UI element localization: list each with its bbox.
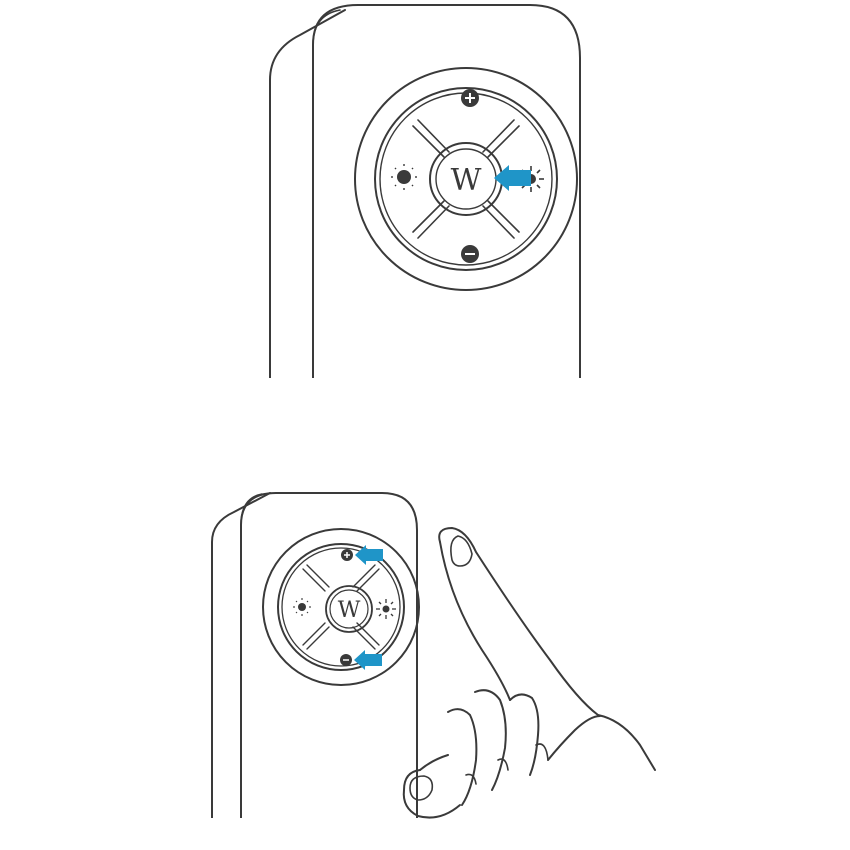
hand-folded-finger-3	[447, 708, 478, 806]
remote-bottom-center-w-button[interactable]: W	[325, 585, 373, 633]
hand-fingernail	[450, 535, 473, 567]
remote-bottom-pad-ring	[277, 543, 405, 671]
remote-bottom: W	[211, 492, 420, 818]
remote-bottom-pad-inner-ring	[281, 547, 401, 667]
remote-bottom-minus-button[interactable]	[340, 654, 352, 666]
remote-top-center-w-button[interactable]: W	[429, 142, 503, 216]
remote-top-outer-ring	[354, 67, 578, 291]
hand-thumbnail	[409, 775, 434, 801]
remote-top-dim-sun-icon	[391, 164, 417, 190]
hand-knuckle-lines	[465, 743, 549, 785]
remote-bottom-dim-brightness-button[interactable]	[293, 598, 311, 616]
hand-index-finger-underside	[439, 541, 511, 701]
hand-illustration	[402, 527, 656, 819]
remote-bottom-front-face	[240, 492, 418, 818]
remote-bottom-side-edge	[240, 493, 263, 818]
remote-top-front-face	[312, 4, 581, 378]
remote-bottom-outer-ring	[262, 528, 420, 686]
remote-top: W	[269, 4, 581, 378]
hand-index-finger	[438, 527, 599, 716]
hand-folded-finger-2	[474, 689, 507, 791]
hand-folded-finger-1	[509, 693, 540, 776]
remote-top-dim-brightness-button[interactable]	[391, 164, 417, 190]
remote-bottom-minus-pointer-arrow-icon	[354, 650, 382, 670]
remote-top-w-logo: W	[451, 163, 482, 198]
remote-bottom-w-logo: W	[338, 598, 361, 623]
hand-back-line	[547, 715, 601, 761]
remote-bottom-dim-sun-icon	[293, 598, 311, 616]
remote-top-plus-button[interactable]	[461, 89, 479, 107]
remote-top-dividers	[412, 119, 520, 239]
remote-bottom-plus-pointer-arrow-icon	[355, 545, 383, 565]
remote-bottom-dividers	[302, 564, 380, 650]
remote-bottom-plus-button[interactable]	[341, 549, 353, 561]
remote-top-pad-ring	[374, 87, 558, 271]
remote-bottom-side-outline	[211, 492, 271, 818]
remote-top-minus-button[interactable]	[461, 245, 479, 263]
hand-thumb	[402, 769, 461, 819]
remote-top-side-edge	[312, 9, 341, 378]
remote-top-pointer-arrow-icon	[494, 165, 531, 191]
hand-thumb-base	[419, 754, 449, 771]
remote-bottom-bright-brightness-button[interactable]	[376, 599, 396, 619]
remote-top-side-outline	[269, 9, 346, 378]
hand-wrist	[597, 714, 656, 771]
remote-bottom-bright-sun-icon	[376, 599, 396, 619]
